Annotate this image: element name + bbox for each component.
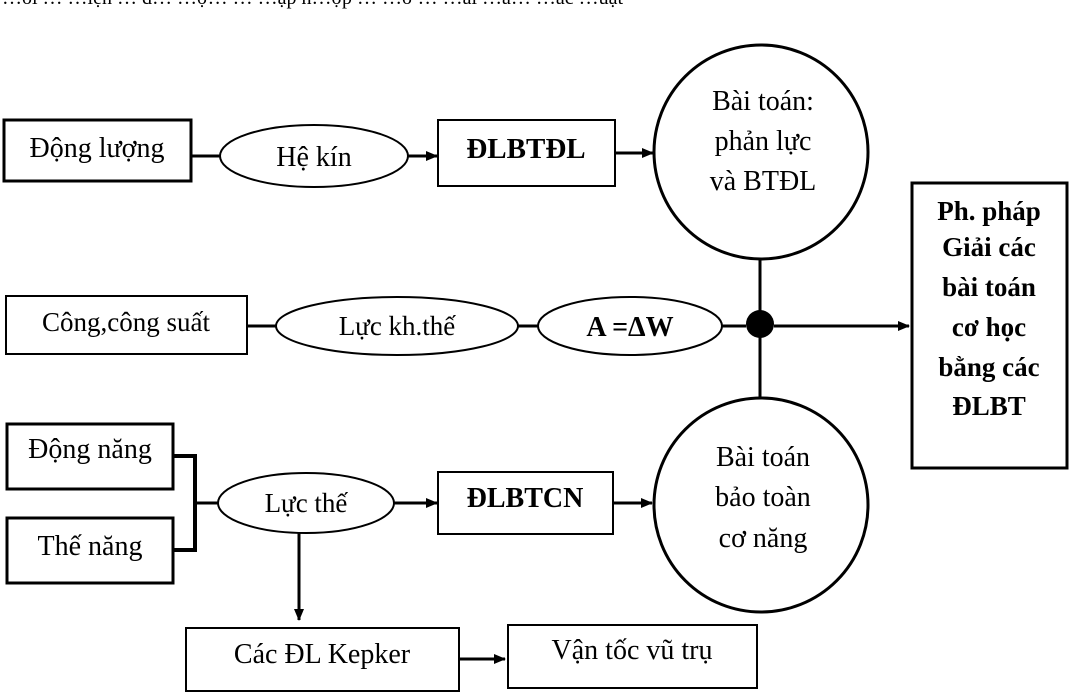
energy-law-label: ĐLBTCN bbox=[467, 483, 584, 514]
energy-problem-node: Bài toán bảo toàn cơ năng bbox=[652, 396, 870, 614]
kepler-law-node: Các ĐL Kepker bbox=[185, 627, 460, 692]
work-source-node: Công,công suất bbox=[5, 295, 248, 355]
kinetic-energy-label: Động năng bbox=[28, 434, 152, 465]
work-law-label: A =ΔW bbox=[586, 312, 673, 343]
energy-bracket bbox=[173, 454, 197, 552]
work-source-label: Công,công suất bbox=[42, 307, 210, 337]
momentum-law-node: ĐLBTĐL bbox=[437, 119, 616, 187]
potential-energy-label: Thế năng bbox=[38, 531, 143, 562]
momentum-source-label: Động lượng bbox=[30, 133, 165, 164]
energy-condition-node: Lực thế bbox=[217, 472, 395, 534]
momentum-condition-label: Hệ kín bbox=[276, 142, 351, 173]
method-line-5: bằng các bbox=[938, 352, 1039, 382]
potential-energy-node: Thế năng bbox=[5, 516, 175, 585]
work-law-node: A =ΔW bbox=[537, 296, 723, 356]
method-line-3: bài toán bbox=[942, 272, 1036, 302]
momentum-law-label: ĐLBTĐL bbox=[466, 133, 585, 165]
method-line-4: cơ học bbox=[952, 312, 1026, 342]
method-line-2: Giải các bbox=[942, 232, 1036, 262]
top-cut-text: …ối … …iện … đ… …ợ… … …ập h…ợp … …ờ … …ả… bbox=[2, 0, 624, 9]
energy-law-node: ĐLBTCN bbox=[437, 471, 614, 535]
work-condition-label: Lực kh.thế bbox=[339, 311, 457, 341]
energy-problem-line-3: cơ năng bbox=[719, 523, 808, 554]
energy-condition-label: Lực thế bbox=[265, 488, 349, 518]
junction-dot bbox=[746, 310, 774, 338]
method-line-6: ĐLBT bbox=[952, 391, 1026, 421]
method-node: Ph. pháp Giải các bài toán cơ học bằng c… bbox=[910, 181, 1069, 470]
kinetic-energy-node: Động năng bbox=[5, 422, 175, 491]
momentum-source-node: Động lượng bbox=[2, 118, 193, 183]
kepler-law-label: Các ĐL Kepker bbox=[234, 639, 411, 670]
momentum-condition-node: Hệ kín bbox=[219, 124, 409, 188]
work-condition-node: Lực kh.thế bbox=[275, 296, 519, 356]
cosmic-velocity-label: Vận tốc vũ trụ bbox=[552, 635, 713, 666]
momentum-problem-node: Bài toán: phản lực và BTĐL bbox=[652, 43, 870, 261]
energy-problem-line-1: Bài toán bbox=[716, 442, 810, 473]
method-line-1: Ph. pháp bbox=[937, 196, 1041, 226]
cosmic-velocity-node: Vận tốc vũ trụ bbox=[507, 624, 758, 689]
momentum-problem-line-2: phản lực bbox=[715, 126, 812, 157]
momentum-problem-line-1: Bài toán: bbox=[712, 86, 814, 117]
energy-problem-line-2: bảo toàn bbox=[715, 482, 811, 513]
momentum-problem-line-3: và BTĐL bbox=[710, 166, 817, 197]
